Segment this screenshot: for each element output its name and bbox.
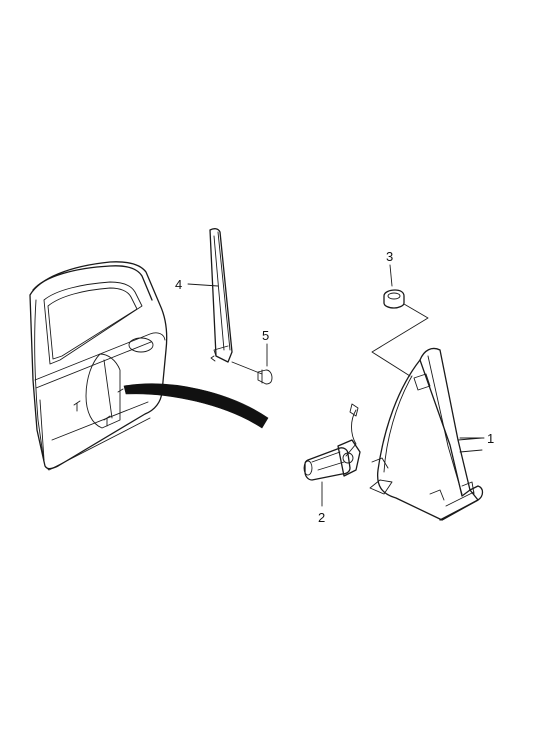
callout-2: 2 <box>318 510 325 525</box>
leader-line-4 <box>187 283 219 287</box>
leader-line-3 <box>389 264 393 287</box>
bolt-icon <box>231 361 273 385</box>
callout-4: 4 <box>175 277 182 292</box>
window-regulator-icon <box>369 347 484 521</box>
glass-run-channel-icon <box>209 228 233 363</box>
callout-3: 3 <box>386 249 393 264</box>
rear-door-icon <box>29 261 168 471</box>
callout-5: 5 <box>262 328 269 343</box>
assembly-leader-3 <box>371 303 429 377</box>
grommet-nut-icon <box>383 289 405 309</box>
regulator-motor-icon <box>303 403 361 481</box>
leader-curve <box>123 383 269 429</box>
callout-1: 1 <box>487 431 494 446</box>
